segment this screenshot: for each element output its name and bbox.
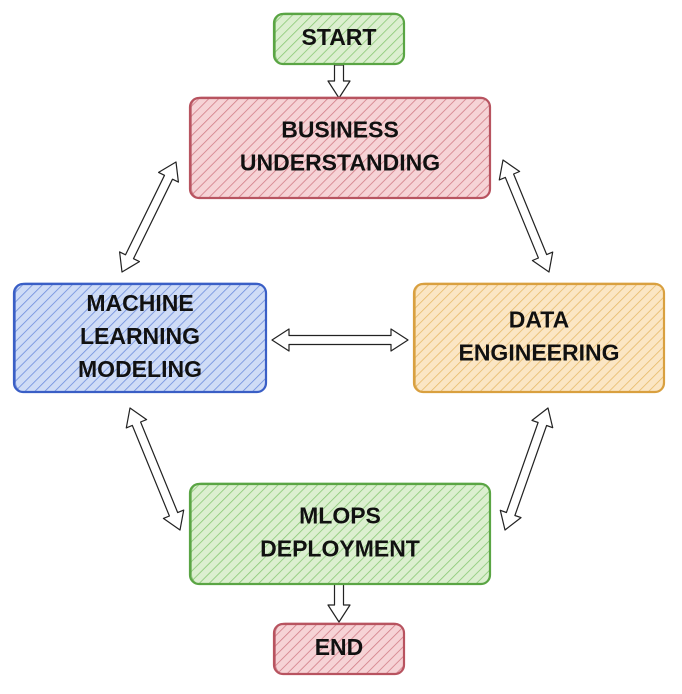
node-mlops-box	[188, 482, 492, 586]
node-business-label-line: UNDERSTANDING	[240, 150, 440, 176]
node-business-box	[188, 96, 492, 200]
edges-layer	[118, 64, 554, 623]
arrow-business-to-data	[498, 159, 554, 273]
node-mlops: MLOPS DEPLOYMENT	[188, 482, 492, 586]
arrow-ml-to-mlops	[125, 407, 185, 531]
arrow-ml-to-business	[118, 161, 179, 273]
arrow-data-to-ml	[271, 328, 409, 352]
node-data-box	[412, 282, 666, 394]
arrow-mlops-to-end	[327, 583, 351, 623]
node-start-label-line: START	[302, 24, 377, 50]
nodes-layer: START BUSINESS UNDERSTANDING MACHINE LEARNIN…	[12, 12, 666, 676]
node-data-label-line: DATA	[509, 307, 569, 333]
node-start: START	[272, 12, 406, 66]
node-ml-label-line: MACHINE	[86, 290, 193, 316]
node-end: END	[272, 622, 406, 676]
node-ml-label-line: MODELING	[78, 356, 202, 382]
node-business-label-line: BUSINESS	[281, 117, 399, 143]
node-end-label-line: END	[315, 634, 364, 660]
node-ml: MACHINE LEARNING MODELING	[12, 282, 268, 394]
node-data: DATA ENGINEERING	[412, 282, 666, 394]
arrow-mlops-to-data	[499, 407, 554, 531]
node-mlops-label-line: DEPLOYMENT	[260, 536, 420, 562]
node-data-label-line: ENGINEERING	[458, 340, 619, 366]
node-ml-label-line: LEARNING	[80, 323, 200, 349]
node-mlops-label-line: MLOPS	[299, 503, 381, 529]
node-business: BUSINESS UNDERSTANDING	[188, 96, 492, 200]
arrow-start-to-business	[327, 64, 351, 99]
